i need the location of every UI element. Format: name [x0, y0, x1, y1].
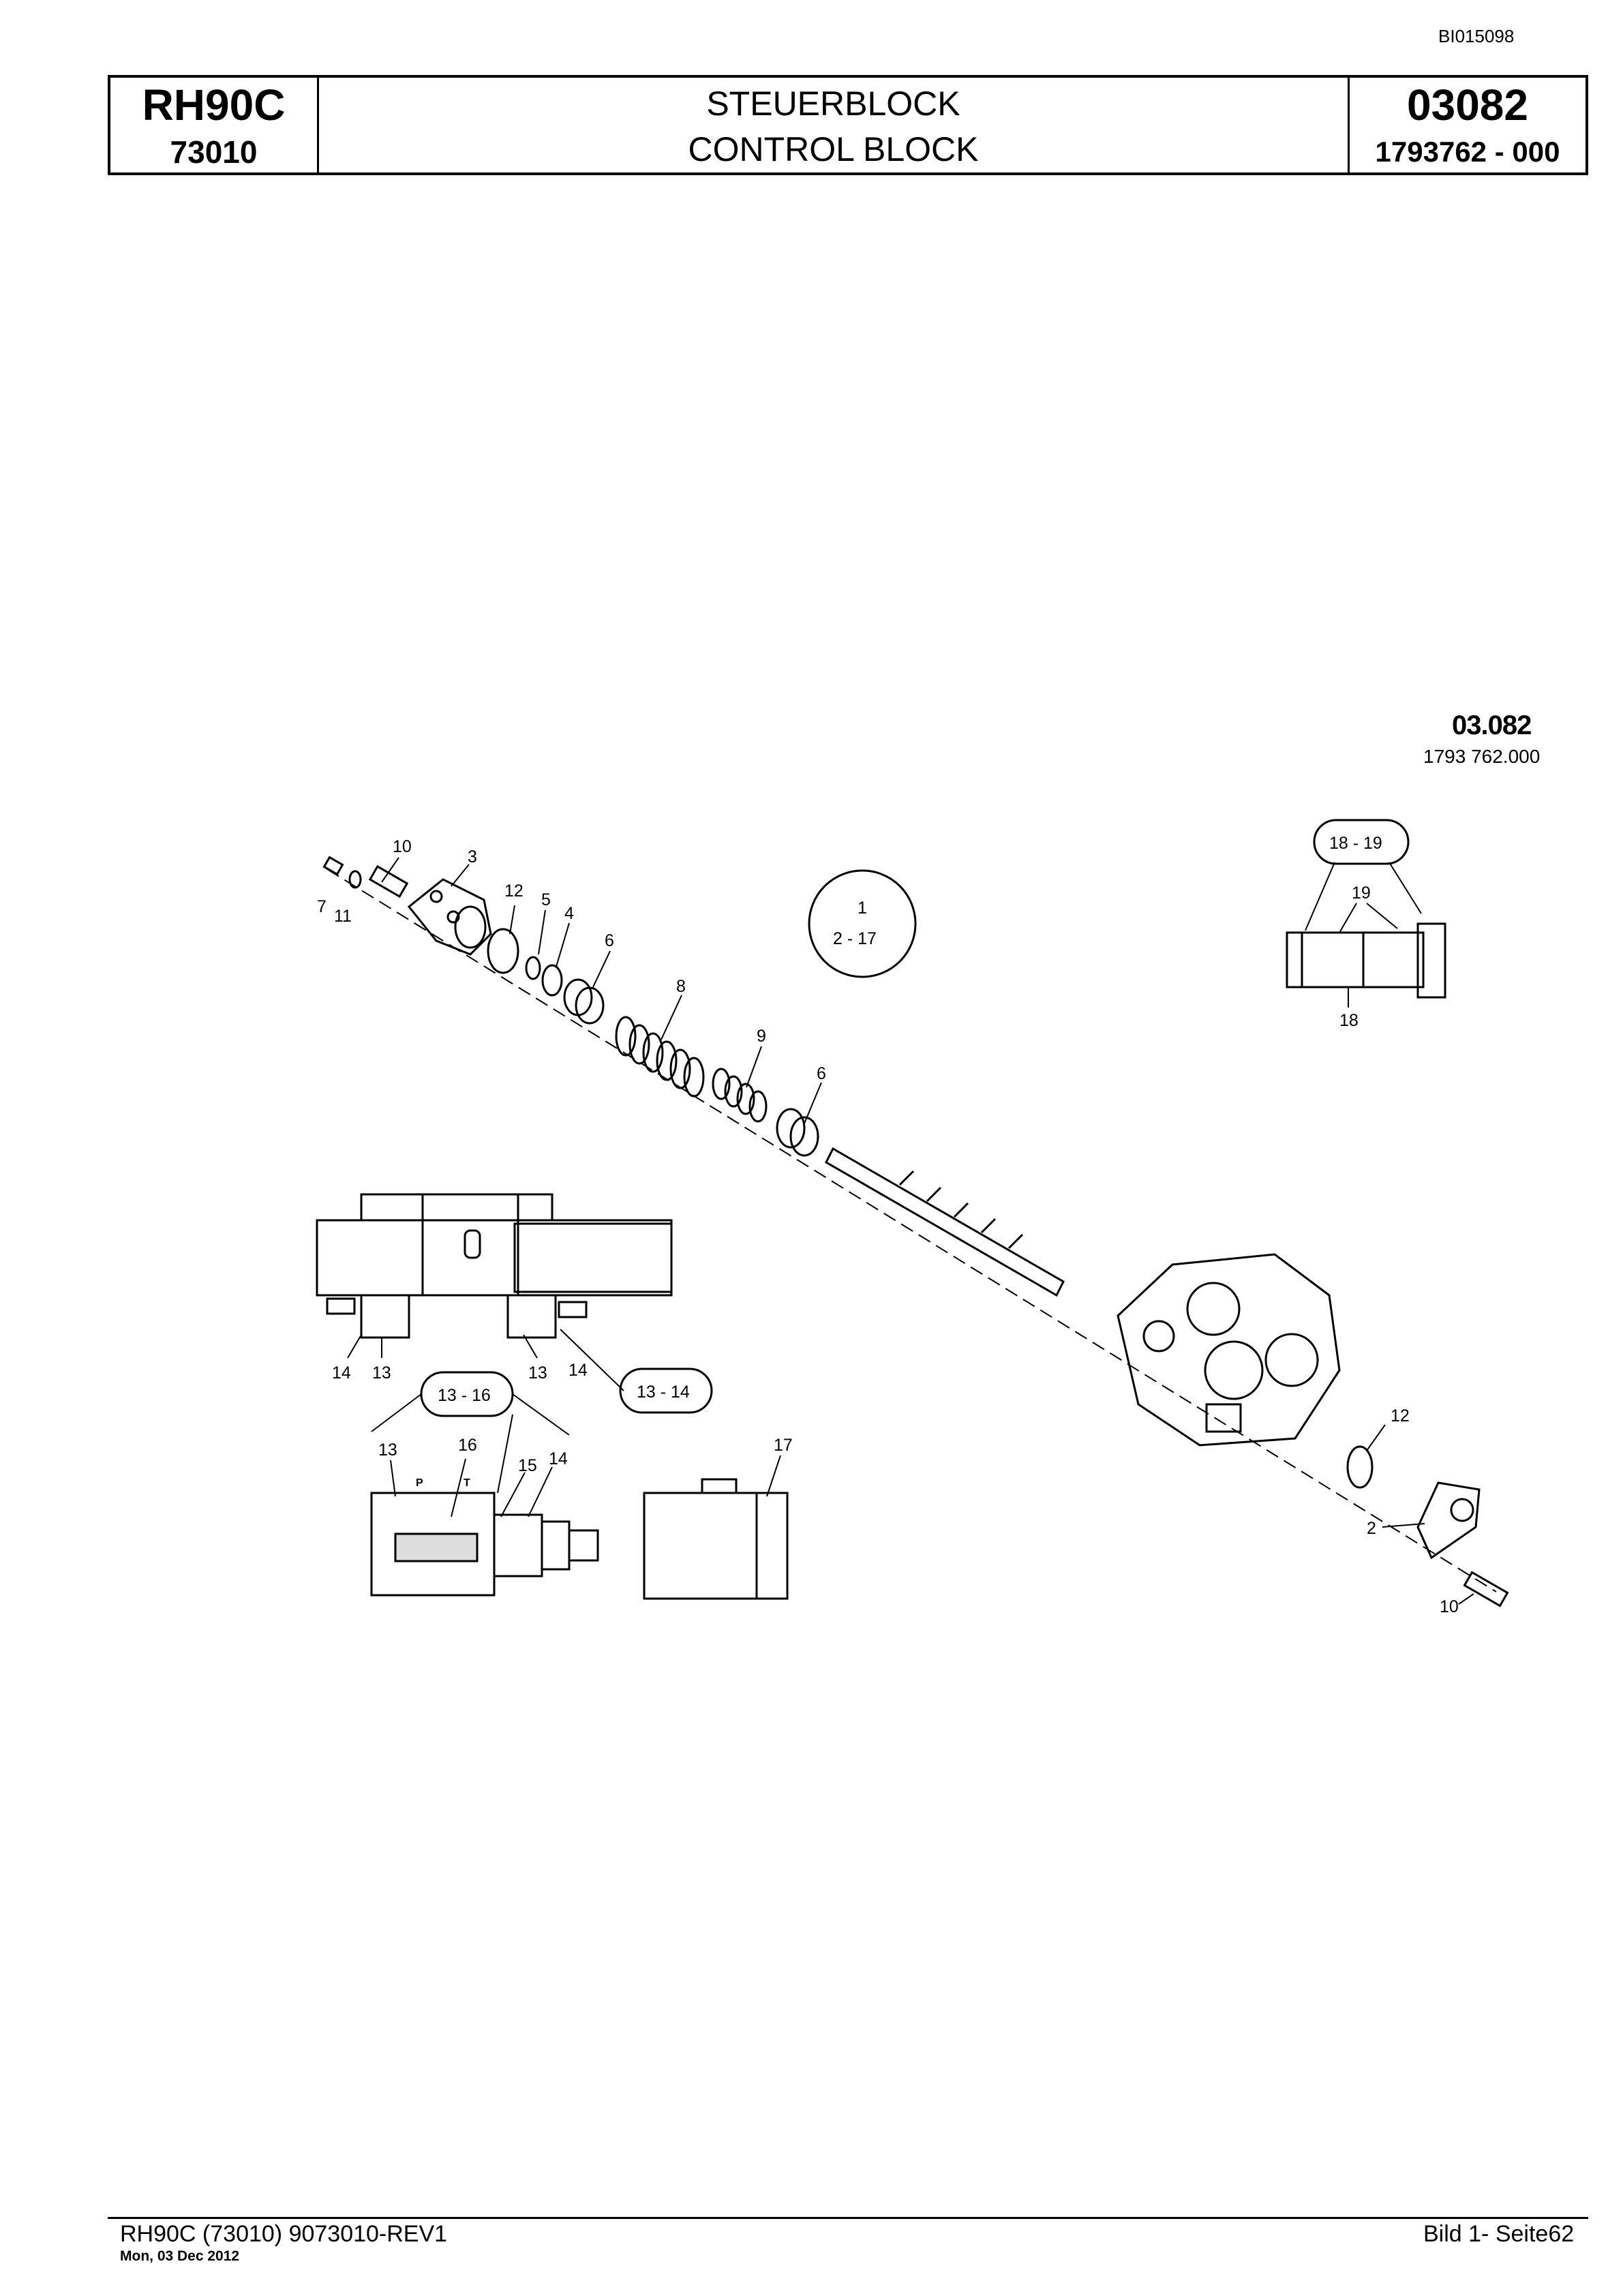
title-german: STEUERBLOCK — [706, 85, 960, 123]
footer-page: Bild 1- Seite62 — [1423, 2221, 1575, 2247]
callout-14-section: 14 — [549, 1449, 568, 1468]
callout-10-right: 10 — [1440, 1597, 1459, 1616]
callout-16: 16 — [458, 1436, 477, 1455]
title-english: CONTROL BLOCK — [688, 130, 979, 168]
ring-5-shape — [525, 956, 541, 980]
assembly-axis — [327, 868, 1497, 1592]
model-number: 73010 — [170, 134, 258, 170]
valve-housing-shape — [316, 1193, 673, 1339]
port-block-shape — [1117, 1253, 1341, 1447]
group-pill-13-14 — [619, 1368, 713, 1414]
callout-2: 2 — [1367, 1519, 1376, 1538]
callout-10-top: 10 — [393, 837, 412, 856]
footer-rule — [108, 2217, 1588, 2219]
callout-12-top: 12 — [504, 881, 524, 901]
footer-reference: RH90C (73010) 9073010-REV1 — [120, 2221, 448, 2247]
header-table: RH90C 73010 STEUERBLOCK CONTROL BLOCK 03… — [108, 75, 1588, 175]
callout-14-left: 14 — [332, 1363, 351, 1383]
callout-13-section: 13 — [378, 1440, 397, 1460]
group-pill-18-19 — [1313, 819, 1410, 865]
callout-11: 11 — [334, 907, 352, 926]
figure-part-number: 1793 762.000 — [1423, 746, 1541, 767]
cover-2-shape — [1416, 1481, 1481, 1560]
spring-8-shape — [615, 1016, 705, 1098]
cap-3-shape — [407, 878, 492, 956]
callout-13-left: 13 — [372, 1363, 391, 1383]
callout-7: 7 — [317, 897, 327, 916]
callout-15: 15 — [518, 1456, 537, 1475]
title-cell: STEUERBLOCK CONTROL BLOCK — [319, 78, 1350, 172]
callout-13-mid: 13 — [528, 1363, 547, 1383]
callout-8: 8 — [676, 977, 686, 996]
port-label-t: T — [464, 1477, 470, 1489]
washer-11-shape — [348, 870, 362, 889]
callout-9: 9 — [757, 1027, 766, 1046]
spring-9-shape — [712, 1068, 768, 1123]
group-number: 03082 — [1407, 80, 1528, 130]
callout-6-lower: 6 — [817, 1064, 826, 1083]
group-cell: 03082 1793762 - 000 — [1350, 78, 1586, 172]
footer-date: Mon, 03 Dec 2012 — [120, 2248, 240, 2264]
callout-18: 18 — [1339, 1011, 1359, 1030]
part-number: 1793762 - 000 — [1375, 136, 1560, 168]
section-view-shape — [370, 1492, 599, 1597]
callout-12-right: 12 — [1391, 1406, 1410, 1425]
spool-18-shape — [1286, 922, 1446, 999]
leader-lines — [347, 857, 1474, 1605]
callout-5: 5 — [541, 890, 551, 909]
callout-4: 4 — [564, 904, 574, 923]
spool-shape — [825, 1147, 1065, 1297]
oring-12-shape — [487, 928, 519, 974]
port-label-p: P — [416, 1477, 423, 1489]
callout-6-upper: 6 — [605, 931, 614, 950]
sleeve-6-lower-shape — [776, 1108, 819, 1157]
callout-19: 19 — [1352, 883, 1371, 903]
pin-10-shape — [368, 864, 409, 898]
document-id: BI015098 — [1438, 26, 1515, 46]
model-cell: RH90C 73010 — [110, 78, 319, 172]
callout-3: 3 — [468, 847, 477, 866]
callout-14-mid: 14 — [568, 1361, 588, 1380]
figure-code: 03.082 — [1452, 710, 1532, 740]
side-view-shape — [643, 1478, 789, 1600]
callout-1: 1 — [858, 898, 867, 918]
callout-17: 17 — [774, 1436, 793, 1455]
ring-4-shape — [541, 964, 563, 997]
group-circle-1-17 — [808, 869, 917, 978]
screw-10-right-shape — [1463, 1571, 1509, 1607]
group-13-16: 13 - 16 — [438, 1386, 491, 1405]
screw-7-shape — [322, 856, 344, 876]
group-2-17: 2 - 17 — [833, 929, 877, 948]
group-13-14: 13 - 14 — [637, 1383, 690, 1402]
group-18-19: 18 - 19 — [1329, 834, 1382, 853]
model-name: RH90C — [142, 80, 286, 130]
sleeve-6-upper-shape — [563, 978, 605, 1025]
snap-ring-12-shape — [1346, 1445, 1374, 1489]
